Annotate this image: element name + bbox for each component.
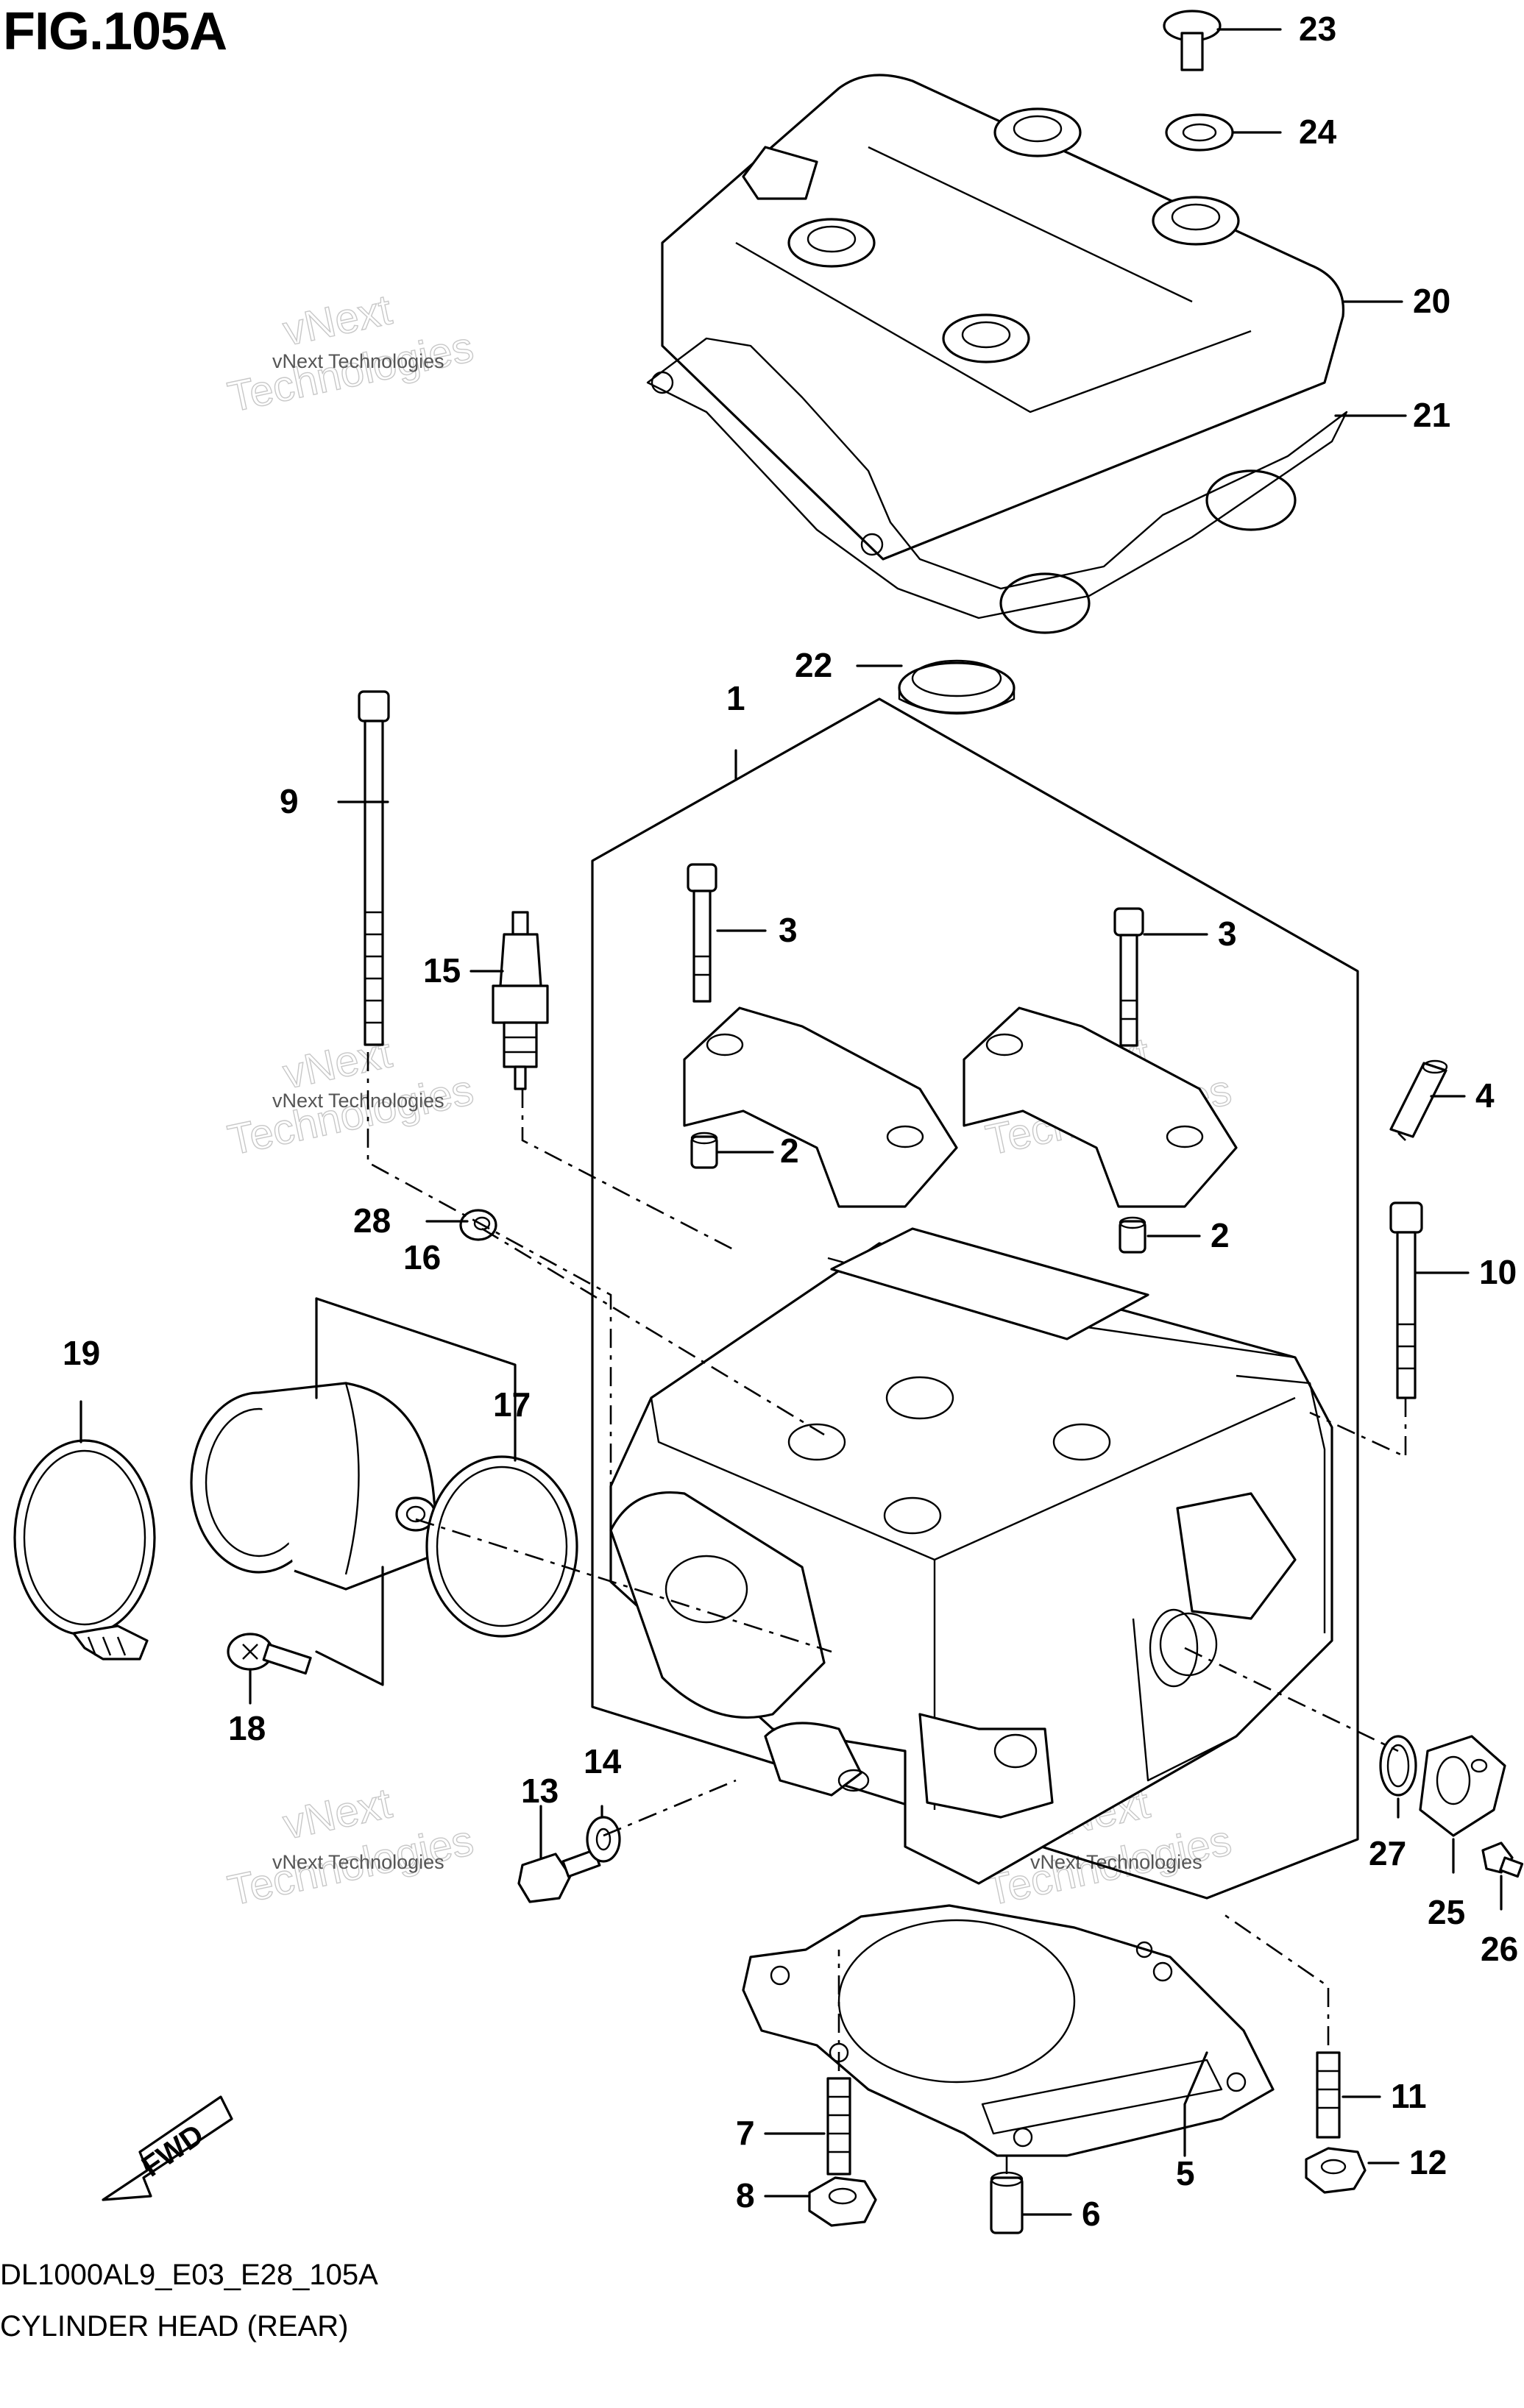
callout-9: 9	[280, 782, 299, 820]
side-plate-bolt	[1481, 1841, 1524, 1878]
stud-bolt-left	[826, 2077, 851, 2176]
gasket-eyelet	[651, 371, 674, 394]
cylinder-head-long-bolt	[358, 690, 390, 1046]
cylinder-head-gasket	[742, 1904, 1275, 2157]
side-plate	[1419, 1735, 1506, 1837]
callout-18: 18	[228, 1709, 266, 1747]
cover-gasket	[646, 337, 1348, 619]
intake-clamp	[13, 1439, 156, 1661]
dowel-pin-upper	[690, 1132, 718, 1169]
callout-1: 1	[726, 679, 745, 717]
camshaft-holder-left	[683, 1006, 958, 1208]
callout-8: 8	[736, 2176, 755, 2215]
callout-17: 17	[493, 1385, 531, 1424]
callout-11: 11	[1391, 2077, 1427, 2115]
callout-21: 21	[1413, 396, 1450, 434]
callout-23: 23	[1299, 10, 1336, 48]
callout-3-left: 3	[779, 911, 798, 949]
callout-22: 22	[795, 646, 832, 684]
callout-26: 26	[1481, 1930, 1518, 1968]
camshaft-holder-bolt-left	[687, 863, 717, 1003]
cover-bolt	[1163, 10, 1222, 71]
svg-text:vNext Technologies: vNext Technologies	[272, 350, 444, 372]
callout-3-right: 3	[1218, 914, 1237, 953]
camshaft-holder-right	[963, 1006, 1238, 1208]
watermark-bottom-left: vNext Technologies vNext Technologies	[223, 1779, 478, 1916]
cover-bolt-washer	[1165, 113, 1234, 152]
callout-25: 25	[1428, 1893, 1465, 1931]
callout-labels: 1 2 2 3 3 4 5 6 7 8 9 10 11 12 13 14 15 …	[63, 10, 1518, 2233]
callout-14: 14	[584, 1742, 622, 1780]
intake-pipe-screw	[227, 1633, 312, 1675]
callout-19: 19	[63, 1334, 100, 1372]
callout-16: 16	[403, 1238, 441, 1276]
oil-jet-washer	[586, 1816, 621, 1863]
gasket-eyelet	[860, 533, 884, 556]
callout-2-upper: 2	[780, 1132, 799, 1170]
cylinder-head-bolt	[1389, 1201, 1423, 1399]
assembly-line	[1221, 1911, 1330, 2045]
nut-right	[1305, 2147, 1367, 2194]
assembly-line	[366, 1052, 612, 1494]
oil-jet-bolt	[517, 1849, 601, 1903]
watermark-top-left: vNext Technologies vNext Technologies	[223, 285, 478, 422]
leader-lines	[79, 28, 1503, 2216]
small-cap	[459, 1209, 497, 1241]
callout-5: 5	[1176, 2154, 1195, 2192]
callout-27: 27	[1369, 1834, 1406, 1872]
callout-6: 6	[1082, 2195, 1101, 2233]
cylinder-head	[609, 1227, 1333, 1885]
dowel-pin-lower	[1119, 1216, 1146, 1254]
callout-15: 15	[423, 951, 461, 990]
assembly-line	[521, 1089, 737, 1252]
callout-12: 12	[1409, 2143, 1447, 2181]
plug-seal-ring	[898, 659, 1016, 715]
callout-20: 20	[1413, 282, 1450, 320]
assembly-line	[1184, 1647, 1399, 1752]
forward-direction-arrow: FWD	[102, 2095, 233, 2201]
assembly-line	[603, 1779, 737, 1837]
spark-plug	[492, 911, 549, 1090]
assembly-line	[481, 1227, 825, 1436]
svg-text:vNext Technologies: vNext Technologies	[272, 1851, 444, 1873]
figure-code: DL1000AL9_E03_E28_105A	[0, 2259, 378, 2291]
callout-24: 24	[1299, 113, 1337, 151]
assembly-line	[1309, 1398, 1407, 1459]
callout-2-lower: 2	[1211, 1216, 1230, 1254]
side-plate-o-ring	[1379, 1735, 1417, 1797]
intake-pipe	[190, 1382, 443, 1591]
cylinder-head-group-outline	[591, 697, 1359, 1900]
callout-7: 7	[736, 2114, 755, 2152]
figure-name: CYLINDER HEAD (REAR)	[0, 2310, 349, 2343]
camshaft-holder-bolt-right	[1113, 907, 1144, 1047]
callout-28: 28	[353, 1201, 391, 1240]
gasket-dowel	[990, 2171, 1024, 2234]
figure-title: FIG.105A	[3, 2, 227, 61]
head-stud-small	[1389, 1059, 1448, 1138]
callout-4: 4	[1475, 1076, 1495, 1115]
cylinder-head-cover	[661, 74, 1345, 634]
watermark-mid-left: vNext Technologies vNext Technologies	[223, 1029, 478, 1165]
callout-10: 10	[1479, 1253, 1517, 1291]
svg-text:vNext Technologies: vNext Technologies	[272, 1090, 444, 1112]
callout-13: 13	[521, 1772, 559, 1810]
assembly-line	[415, 1518, 832, 1653]
stud-bolt-right	[1316, 2051, 1341, 2139]
assembly-line	[1397, 1132, 1406, 1141]
nut-left	[808, 2176, 877, 2227]
